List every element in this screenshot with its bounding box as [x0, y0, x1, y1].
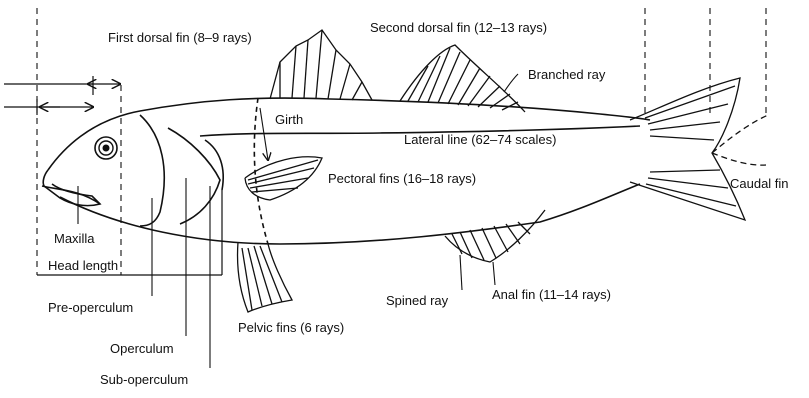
- pelvic-fin: [237, 242, 292, 312]
- label-branched-ray: Branched ray: [528, 67, 606, 82]
- pelvic-outline: [237, 242, 292, 312]
- label-first-dorsal-fin: First dorsal fin (8–9 rays): [108, 30, 252, 45]
- caudal-lobe-dashed-lower: [712, 153, 766, 165]
- label-girth: Girth: [275, 112, 303, 127]
- caudal-fin: [630, 78, 768, 220]
- label-maxilla: Maxilla: [54, 231, 95, 246]
- fish-eye: [95, 137, 117, 159]
- label-head-length: Head length: [48, 258, 118, 273]
- caudal-lobe-dashed-upper: [712, 115, 768, 153]
- label-sub-operculum: Sub-operculum: [100, 372, 188, 387]
- branched-ray-pointer: [504, 74, 518, 92]
- label-lateral-line: Lateral line (62–74 scales): [404, 132, 556, 147]
- first-dorsal-fin: [270, 30, 372, 100]
- label-anal-fin: Anal fin (11–14 rays): [492, 287, 611, 302]
- pectoral-outline: [245, 157, 322, 200]
- body-ventral-outline: [60, 184, 640, 244]
- maxilla-outline: [42, 186, 100, 204]
- anal-fin: [445, 210, 545, 262]
- caudal-outline: [630, 78, 745, 220]
- spined-ray-pointer: [460, 255, 462, 290]
- anal-fin-pointer: [493, 262, 495, 285]
- label-pre-operculum: Pre-operculum: [48, 300, 133, 315]
- pectoral-fin: [245, 157, 322, 200]
- operculum-outline: [168, 128, 220, 224]
- label-second-dorsal-fin: Second dorsal fin (12–13 rays): [370, 20, 547, 35]
- label-spined-ray: Spined ray: [386, 293, 449, 308]
- label-pelvic-fins: Pelvic fins (6 rays): [238, 320, 344, 335]
- label-pectoral-fins: Pectoral fins (16–18 rays): [328, 171, 476, 186]
- anal-outline: [445, 210, 545, 262]
- eye-pupil: [103, 145, 109, 151]
- label-caudal-fin: Caudal fin: [730, 176, 789, 191]
- label-operculum: Operculum: [110, 341, 174, 356]
- gill-flap: [205, 140, 223, 190]
- measurement-guides: [37, 8, 766, 275]
